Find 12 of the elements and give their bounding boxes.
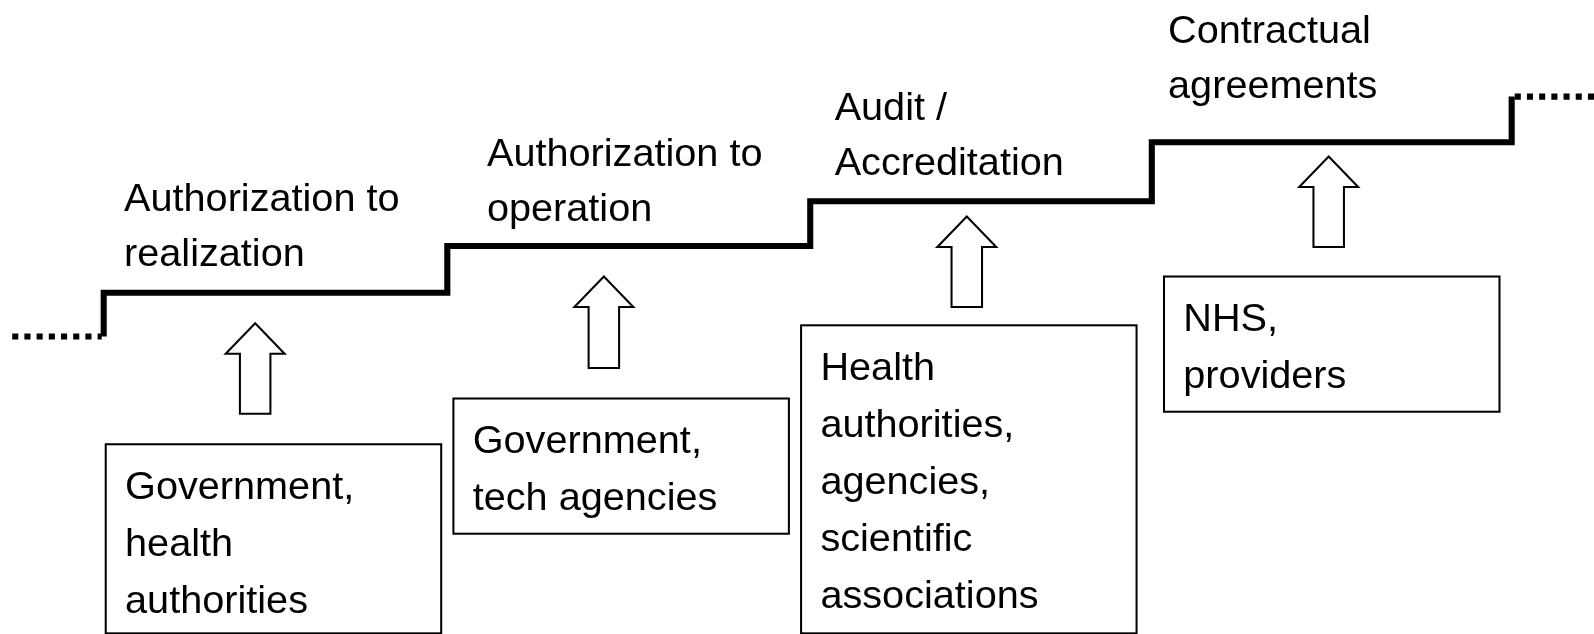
hollow-arrow — [934, 215, 999, 309]
step-label: Audit / Accreditation — [834, 79, 1115, 190]
hollow-arrow — [1296, 155, 1361, 249]
step-label: Contractual agreements — [1168, 2, 1433, 112]
stakeholder-box: Health authorities, agencies, scientific associations — [800, 324, 1138, 634]
stakeholder-box: NHS, providers — [1163, 275, 1501, 413]
stakeholder-box: Government, tech agencies — [452, 397, 790, 535]
step-label: Authorization to realization — [124, 170, 404, 281]
hollow-arrow — [572, 275, 636, 370]
hollow-arrow — [223, 321, 288, 415]
stakeholder-box: Government, health authorities — [104, 443, 443, 634]
step-label: Authorization to operation — [486, 125, 767, 235]
